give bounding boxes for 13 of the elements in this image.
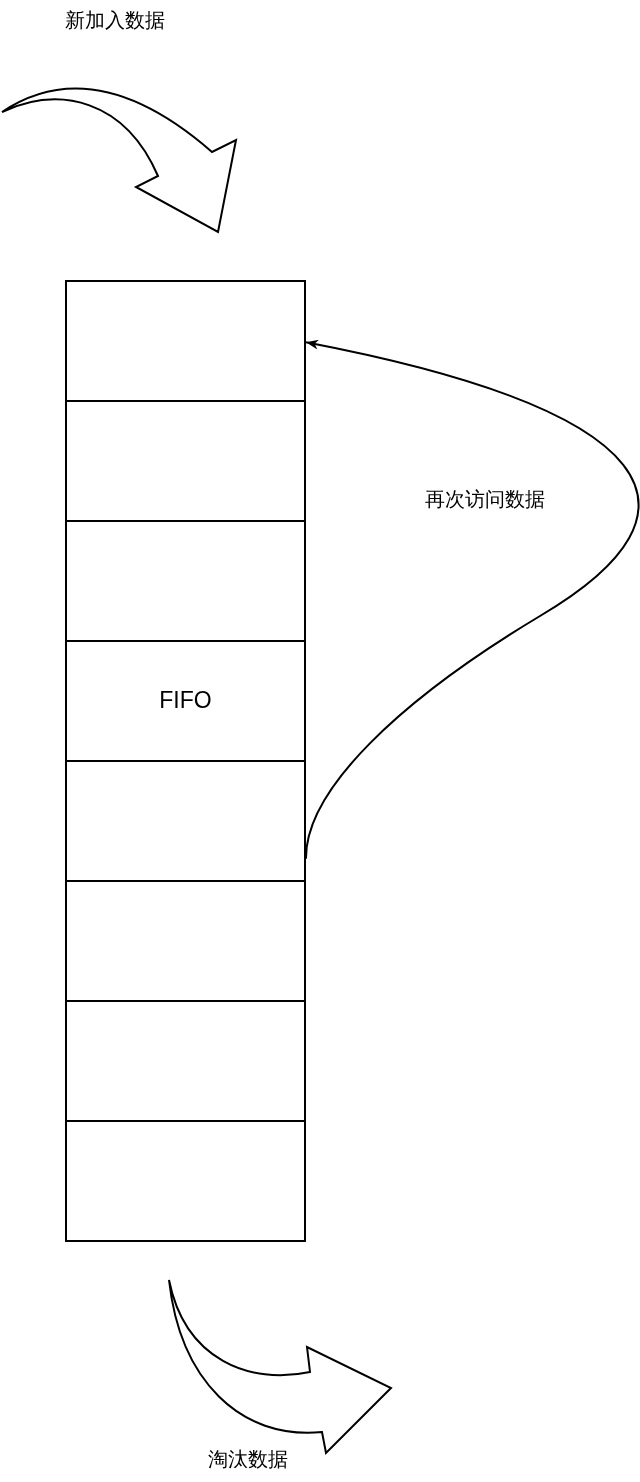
- annotation-text: 新加入数据: [65, 8, 165, 32]
- queue-cell: [65, 400, 306, 522]
- queue-cell: [65, 760, 306, 882]
- queue-cell: [65, 1000, 306, 1122]
- queue-cell: [65, 640, 306, 762]
- cell-label: FIFO: [159, 687, 212, 715]
- queue-cell: [65, 1120, 306, 1242]
- edge-label: 再次访问数据: [425, 487, 545, 511]
- annotation-text: 淘汰数据: [208, 1447, 288, 1471]
- curved-arrow: [305, 339, 639, 860]
- queue-cell: [65, 280, 306, 402]
- queue-cell: [65, 520, 306, 642]
- queue-cell: [65, 880, 306, 1002]
